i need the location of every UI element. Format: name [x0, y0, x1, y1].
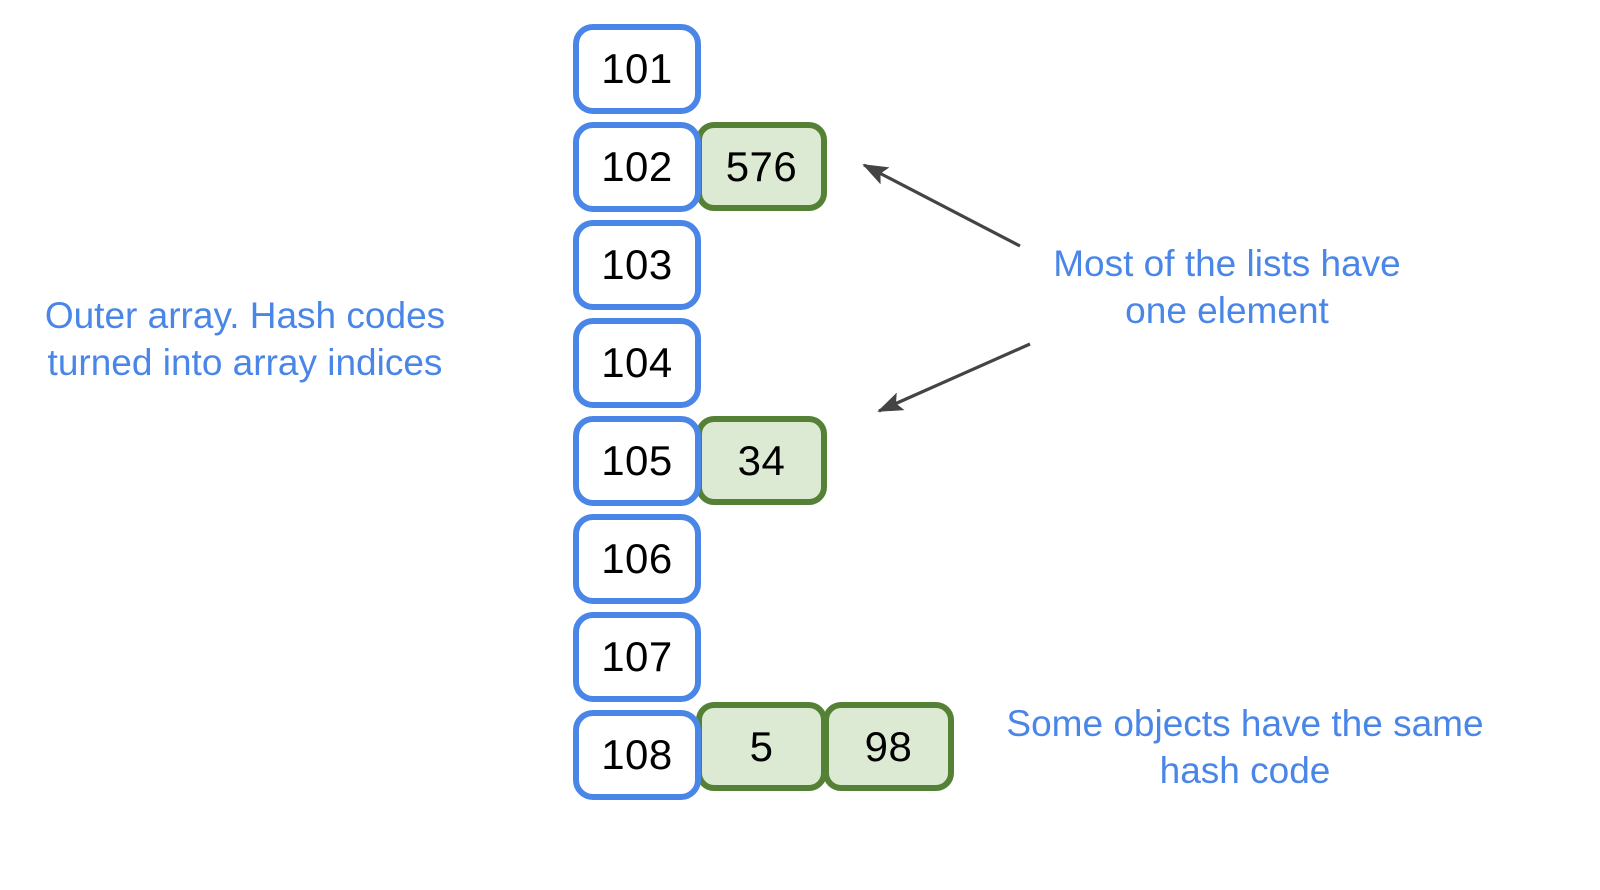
entry-box-102-0[interactable]: 576 [696, 122, 827, 211]
arrow-to-34-line [877, 342, 1031, 413]
bucket-index-label: 103 [601, 241, 673, 288]
outer-array-note: Outer array. Hash codes turned into arra… [44, 295, 446, 384]
arrow-to-576-line [862, 163, 1021, 248]
bucket-index-label: 107 [601, 633, 673, 680]
entry-box-105-0[interactable]: 34 [696, 416, 827, 505]
bucket-index-label: 106 [601, 535, 673, 582]
bucket-cell-101[interactable]: 101 [573, 24, 701, 114]
bucket-index-label: 108 [601, 731, 673, 778]
bucket-index-label: 102 [601, 143, 673, 190]
bucket-index-label: 104 [601, 339, 673, 386]
bucket-index-label: 101 [601, 45, 673, 92]
collision-note: Some objects have the same hash code [1006, 703, 1484, 792]
entry-value-label: 98 [864, 722, 913, 770]
bucket-cell-104[interactable]: 104 [573, 318, 701, 408]
bucket-index-label: 105 [601, 437, 673, 484]
entry-value-label: 34 [737, 436, 786, 484]
single-element-note: Most of the lists have one element [1053, 243, 1401, 332]
bucket-cell-105[interactable]: 105 [573, 416, 701, 506]
bucket-cell-106[interactable]: 106 [573, 514, 701, 604]
entry-value-label: 576 [725, 142, 798, 190]
entry-box-108-0[interactable]: 5 [696, 702, 827, 791]
bucket-cell-102[interactable]: 102 [573, 122, 701, 212]
bucket-cell-103[interactable]: 103 [573, 220, 701, 310]
entry-box-108-1[interactable]: 98 [823, 702, 954, 791]
bucket-cell-107[interactable]: 107 [573, 612, 701, 702]
entry-value-label: 5 [749, 722, 774, 770]
bucket-cell-108[interactable]: 108 [573, 710, 701, 800]
